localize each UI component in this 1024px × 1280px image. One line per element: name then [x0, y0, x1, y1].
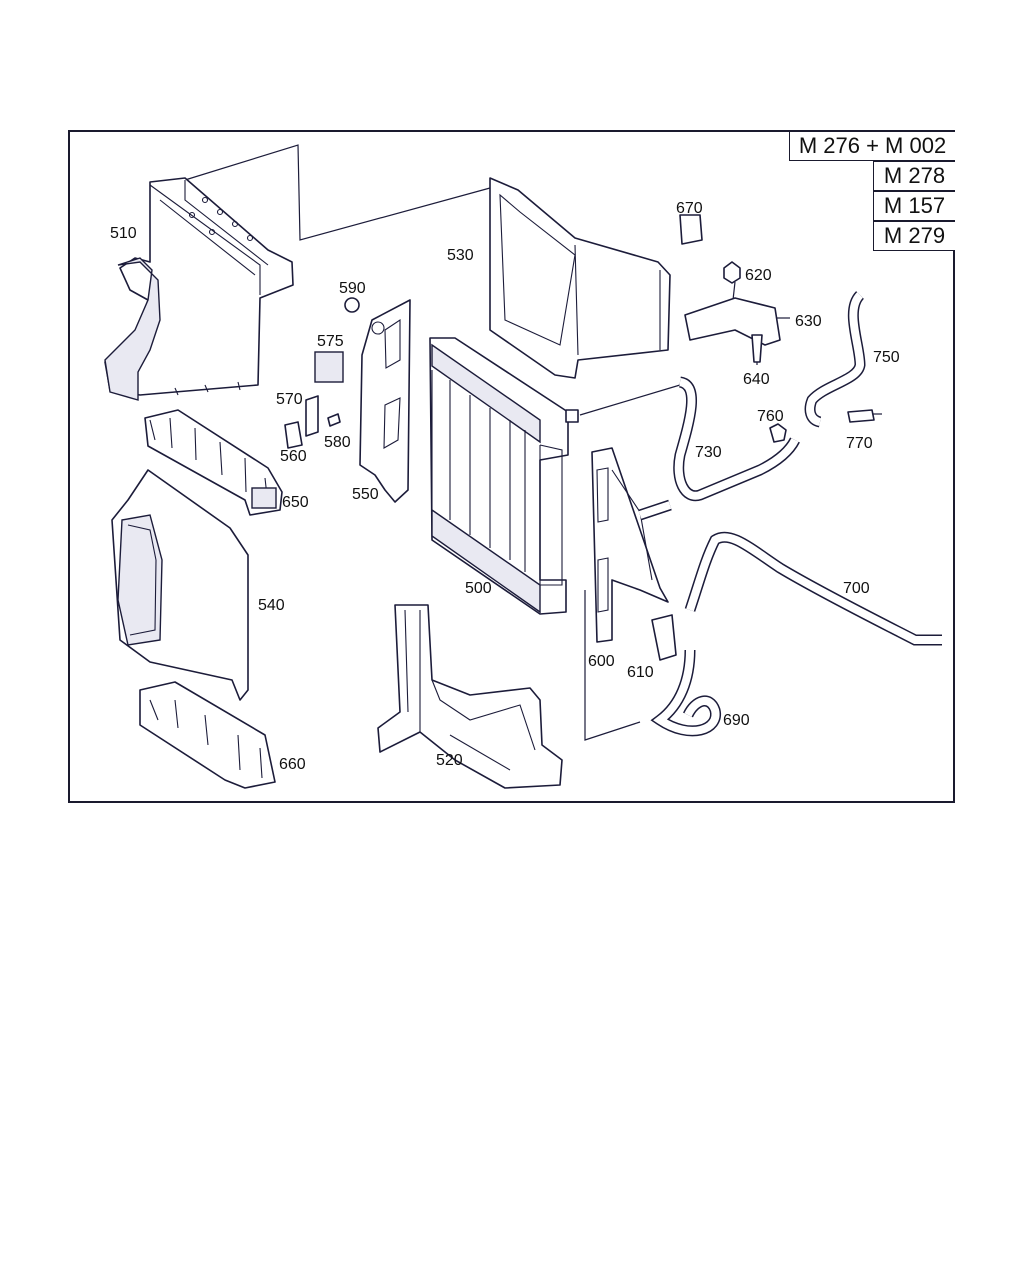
label-730: 730 [695, 444, 722, 461]
label-650: 650 [282, 494, 309, 511]
part-520-lower-duct [377, 604, 563, 789]
part-640-bolt [751, 334, 763, 363]
part-670-clamp [679, 214, 703, 245]
label-620: 620 [745, 267, 772, 284]
label-630: 630 [795, 313, 822, 330]
part-560-clip [284, 421, 303, 449]
label-750: 750 [873, 349, 900, 366]
label-570: 570 [276, 391, 303, 408]
label-550: 550 [352, 486, 379, 503]
label-590: 590 [339, 280, 366, 297]
part-660-lower-bracket [139, 681, 276, 789]
part-530-upper-duct [489, 177, 671, 379]
label-580: 580 [324, 434, 351, 451]
part-540-shroud [111, 469, 249, 701]
part-575-relay [314, 351, 344, 383]
label-690: 690 [723, 712, 750, 729]
part-570-bracket [305, 395, 319, 437]
leader-lines [184, 144, 882, 741]
label-560: 560 [280, 448, 307, 465]
label-610: 610 [627, 664, 654, 681]
part-590-nut [344, 297, 360, 313]
part-550-mount-plate [359, 299, 411, 503]
label-520: 520 [436, 752, 463, 769]
part-760-nut [769, 423, 787, 443]
hoses [638, 291, 942, 737]
label-760: 760 [757, 408, 784, 425]
part-630-bracket [684, 297, 781, 346]
diagram-frame [68, 130, 955, 803]
label-575: 575 [317, 333, 344, 350]
part-500-radiator [429, 337, 579, 615]
label-600: 600 [588, 653, 615, 670]
label-510: 510 [110, 225, 137, 242]
label-500: 500 [465, 580, 492, 597]
part-620-nut [723, 261, 741, 284]
model-tag-m279: M 279 [873, 221, 955, 251]
part-770-bolt [847, 409, 875, 423]
label-640: 640 [743, 371, 770, 388]
label-770: 770 [846, 435, 873, 452]
part-580-screw [327, 413, 341, 427]
callout-labels: 500 510 520 530 540 550 560 570 575 580 … [110, 200, 900, 773]
model-tag-m276-m002: M 276 + M 002 [789, 131, 955, 161]
label-530: 530 [447, 247, 474, 264]
small-parts [284, 214, 875, 661]
label-540: 540 [258, 597, 285, 614]
part-650-bracket [144, 409, 283, 516]
model-tag-m278: M 278 [873, 161, 955, 191]
label-700: 700 [843, 580, 870, 597]
part-610-clamp [651, 614, 677, 661]
part-600-mount-plate [591, 447, 669, 643]
model-tag-m157: M 157 [873, 191, 955, 221]
part-510-air-duct [104, 177, 294, 401]
label-660: 660 [279, 756, 306, 773]
label-670: 670 [676, 200, 703, 217]
